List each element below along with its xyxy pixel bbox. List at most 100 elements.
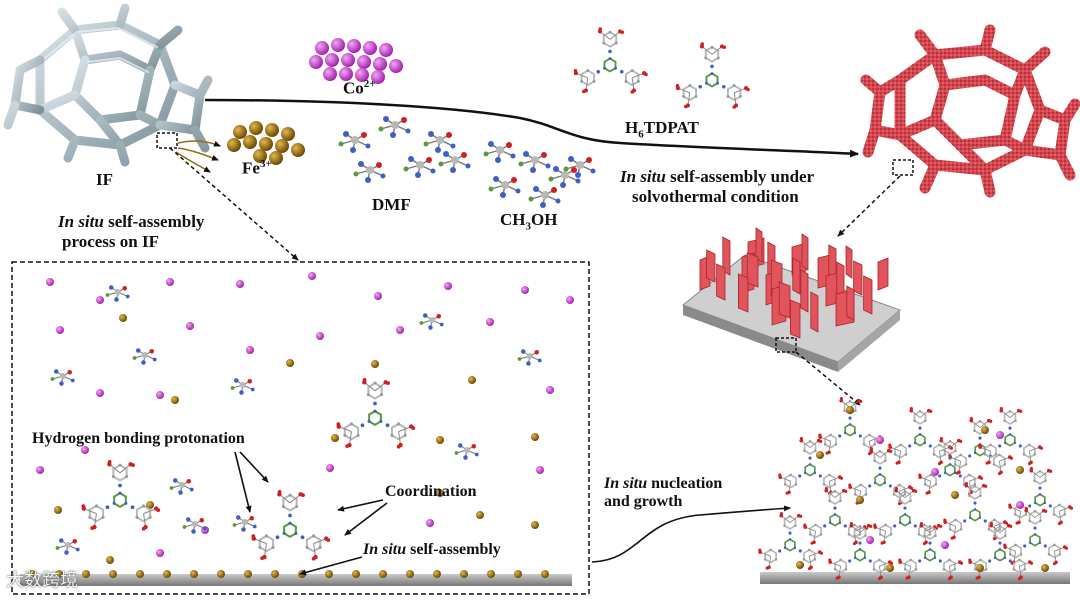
framework-fe — [796, 561, 804, 569]
fe-ion — [436, 436, 444, 444]
nanosheet — [845, 245, 853, 279]
fe-ion — [371, 360, 379, 368]
ligand-molecule — [573, 27, 648, 94]
label-arrows — [234, 451, 388, 576]
solvent-molecule — [169, 478, 194, 495]
framework-ligand — [1003, 507, 1069, 566]
co-ion — [389, 59, 403, 73]
surface-fe-site — [28, 570, 36, 578]
surface-fe-site — [82, 570, 90, 578]
nanosheet-array — [681, 227, 901, 372]
framework-ligand — [898, 522, 964, 581]
solvent-molecule — [182, 517, 207, 534]
solvent-molecule — [454, 443, 479, 460]
framework-ligand — [828, 522, 894, 581]
methanol-molecule — [518, 151, 551, 173]
surface-fe-site — [55, 570, 63, 578]
co-ion — [374, 292, 382, 300]
substrate-left — [20, 574, 572, 586]
free-ions — [36, 272, 574, 564]
co-ion — [166, 278, 174, 286]
surface-fe-site — [352, 570, 360, 578]
fe-ion — [281, 127, 295, 141]
solvent-molecule — [132, 348, 157, 365]
fe-ion-cluster — [227, 121, 305, 165]
co-ion — [379, 43, 393, 57]
framework-ligand — [948, 417, 1014, 476]
solvent-molecule — [517, 349, 542, 366]
mof-zoom-box — [892, 159, 914, 176]
co-ion — [566, 296, 574, 304]
fe-ion — [243, 135, 257, 149]
solvent-molecule — [105, 285, 130, 302]
co-ion — [156, 549, 164, 557]
fe-ion — [227, 138, 241, 152]
fe-ion — [259, 137, 273, 151]
nanosheet — [863, 275, 873, 315]
fe-ion-label: Fe3+ — [242, 158, 272, 178]
framework-fe — [1041, 564, 1049, 572]
grown-framework — [758, 397, 1074, 581]
methanol-label: CH3OH — [500, 210, 558, 233]
co-ion — [46, 278, 54, 286]
zoom-leader-1 — [837, 175, 901, 237]
nanosheet — [801, 233, 809, 271]
dmf-molecule — [403, 156, 436, 178]
co-ion — [486, 318, 494, 326]
surface-fe-site — [460, 570, 468, 578]
co-ion — [331, 38, 345, 52]
co-ion — [444, 282, 452, 290]
fe-ion — [286, 359, 294, 367]
nanosheet — [877, 257, 889, 291]
co-ion — [56, 326, 64, 334]
if-label: IF — [96, 170, 113, 189]
framework-ligand — [803, 487, 869, 546]
reaction-arrow — [204, 98, 859, 158]
solvent-molecule — [230, 378, 255, 395]
co-ion-label: Co2+ — [343, 78, 376, 98]
surface-fe-site — [109, 570, 117, 578]
fe-ion — [275, 139, 289, 153]
methanol-molecule — [563, 156, 596, 178]
in-situ-self-assembly-label: In situ self-assembly — [363, 541, 501, 558]
fe-ion — [253, 149, 267, 163]
fe-ion — [331, 434, 339, 442]
fe-ion — [291, 143, 305, 157]
surface-fe-site — [271, 570, 279, 578]
co-ion — [316, 332, 324, 340]
co-ion — [396, 326, 404, 334]
surface-fe-sites — [28, 570, 549, 578]
co-ion — [325, 53, 339, 67]
fe-ion — [171, 396, 179, 404]
dmf-molecule — [438, 151, 471, 173]
methanol-molecule — [548, 166, 581, 188]
mof-coated-foam — [860, 24, 1080, 198]
fe-ion — [269, 151, 283, 165]
sheet-zoom-box — [775, 337, 797, 353]
solvent-molecule — [55, 538, 80, 555]
iron-foam-skeleton — [3, 3, 213, 167]
co-ion — [308, 272, 316, 280]
ligand-molecule — [336, 377, 416, 449]
co-ion — [363, 41, 377, 55]
fe-ion — [233, 125, 247, 139]
surface-fe-site — [487, 570, 495, 578]
surface-fe-site — [406, 570, 414, 578]
fe-ion — [249, 121, 263, 135]
co-ion — [339, 67, 353, 81]
nanosheet — [792, 257, 801, 295]
co-ion — [96, 389, 104, 397]
dmf-molecule — [378, 116, 411, 138]
process-box — [11, 261, 590, 595]
co-ion — [341, 53, 355, 67]
co-ion — [355, 68, 369, 82]
methanol-molecule — [483, 141, 516, 163]
surface-fe-site — [514, 570, 522, 578]
watermark: 大数跨境 — [6, 570, 78, 591]
solvothermal-caption: In situ self-assembly under solvothermal… — [620, 167, 815, 206]
co-ion — [371, 70, 385, 84]
dmf-molecules — [338, 116, 471, 183]
nanosheet — [706, 249, 716, 283]
zoom-leader-foam — [169, 147, 299, 261]
